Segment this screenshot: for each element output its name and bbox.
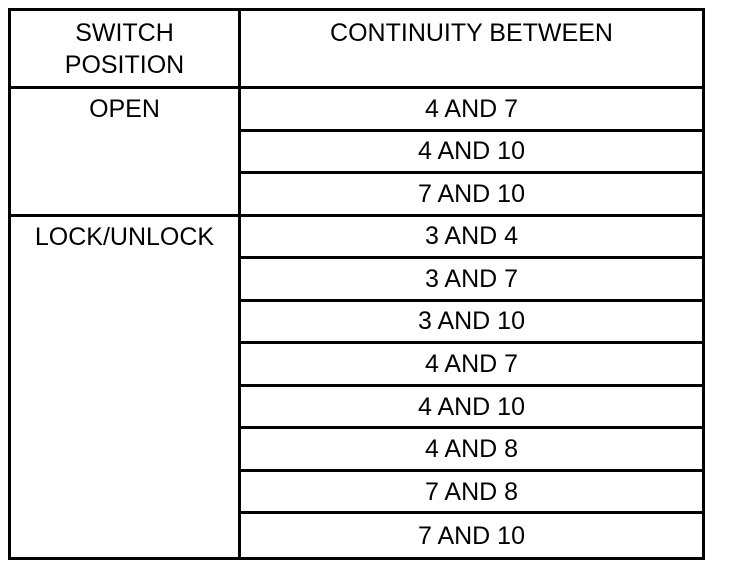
- continuity-cell: 4 AND 10: [241, 132, 702, 175]
- switch-position-lock-unlock: LOCK/UNLOCK: [11, 216, 241, 557]
- switch-position-open: OPEN: [11, 89, 241, 217]
- continuity-cell: 3 AND 4: [241, 217, 702, 260]
- continuity-cell: 7 AND 10: [417, 521, 525, 550]
- header-switch-position: SWITCH POSITION: [11, 11, 241, 89]
- continuity-cell: 7 AND 8: [241, 472, 702, 515]
- continuity-cell: 7 AND 10: [241, 174, 702, 217]
- header-switch-position-line1: SWITCH: [75, 19, 174, 47]
- continuity-table: SWITCH POSITION CONTINUITY BETWEEN OPEN …: [8, 8, 705, 560]
- continuity-cell: 4 AND 10: [241, 387, 702, 430]
- continuity-cell: 4 AND 7: [241, 344, 702, 387]
- continuity-cell: 3 AND 7: [241, 259, 702, 302]
- continuity-cell: 4 AND 8: [241, 429, 702, 472]
- header-continuity-between: CONTINUITY BETWEEN: [241, 11, 702, 89]
- continuity-cell: 4 AND 7: [241, 89, 702, 132]
- header-switch-position-line2: POSITION: [64, 51, 185, 79]
- continuity-cell: 3 AND 10: [241, 302, 702, 345]
